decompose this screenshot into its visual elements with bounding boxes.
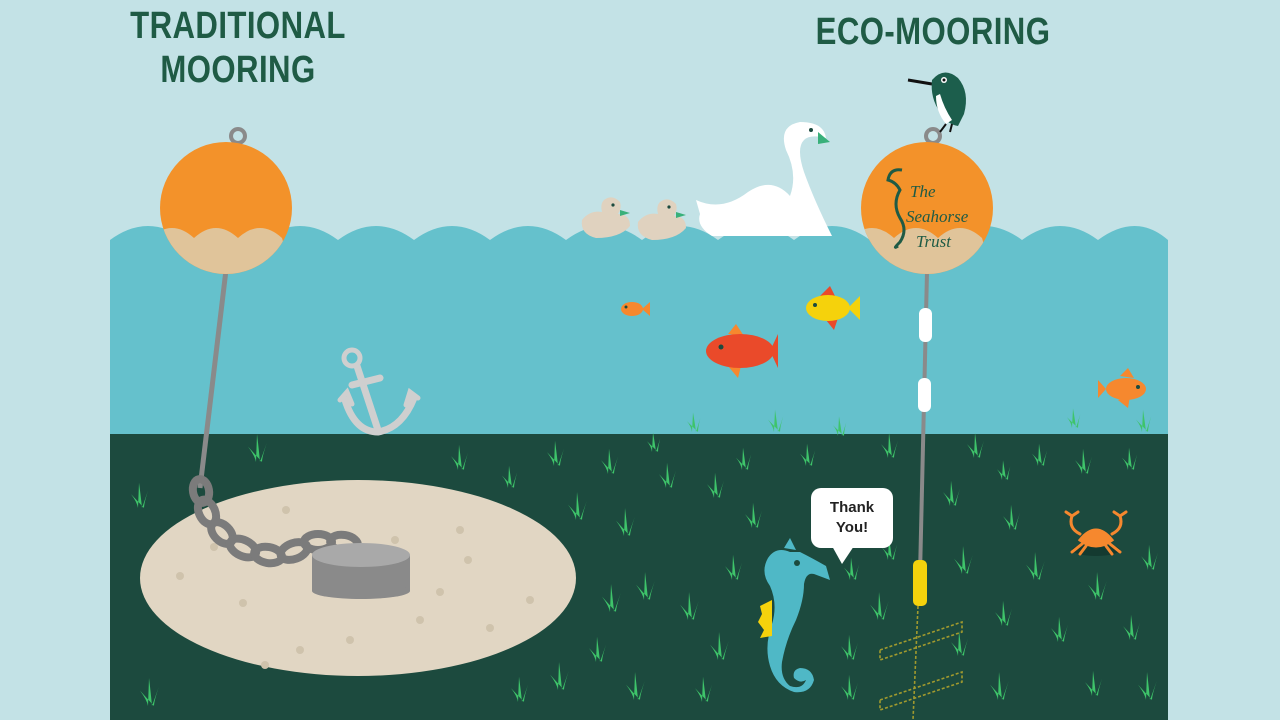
kingfisher-icon bbox=[907, 72, 966, 133]
seagrass-tuft bbox=[626, 672, 645, 700]
anchor-icon bbox=[337, 347, 421, 436]
seagrass-tuft bbox=[1067, 408, 1081, 428]
seagrass-tuft bbox=[745, 502, 763, 528]
crab-icon bbox=[1064, 510, 1128, 556]
seagrass-tuft bbox=[800, 443, 816, 466]
seagrass-tuft bbox=[951, 630, 969, 656]
seagrass-tuft bbox=[616, 508, 635, 536]
seagrass-tuft bbox=[1138, 672, 1157, 700]
seagrass-tuft bbox=[1026, 552, 1045, 580]
duck-icon bbox=[581, 197, 630, 238]
traditional-buoy-rope bbox=[197, 269, 229, 489]
traditional-mooring-heading: TRADITIONAL MOORING bbox=[115, 4, 361, 92]
seahorse-trust-logo: The Seahorse Trust bbox=[886, 168, 969, 251]
seagrass-tuft bbox=[943, 480, 961, 506]
logo-text-line-3: Trust bbox=[916, 232, 952, 251]
fish-icon bbox=[621, 302, 650, 316]
seagrass-tuft bbox=[687, 412, 701, 432]
seagrass-tuft bbox=[502, 465, 518, 488]
seagrass-tuft bbox=[841, 674, 859, 700]
duck-icon bbox=[637, 199, 686, 240]
seagrass-tuft bbox=[1141, 544, 1159, 570]
concrete-mooring-block bbox=[312, 543, 410, 599]
seagrass-tuft bbox=[1136, 409, 1152, 432]
logo-text-line-2: Seahorse bbox=[906, 207, 969, 226]
seagrass-tuft bbox=[680, 592, 699, 620]
seagrass-tuft bbox=[990, 672, 1009, 700]
seagrass-tuft bbox=[695, 676, 713, 702]
seagrass-tuft bbox=[602, 584, 621, 612]
water bbox=[110, 226, 1168, 440]
seagrass-tuft bbox=[659, 462, 677, 488]
seagrass-tuft bbox=[954, 546, 973, 574]
fish-icon bbox=[1098, 368, 1146, 408]
seagrass-tuft bbox=[1032, 443, 1048, 466]
traditional-buoy bbox=[160, 127, 292, 274]
seagrass-tuft bbox=[1123, 614, 1141, 640]
seagrass-tuft bbox=[589, 636, 607, 662]
seagrass-tuft bbox=[995, 600, 1013, 626]
seahorse-icon bbox=[758, 538, 830, 693]
fish-icon bbox=[706, 324, 778, 378]
seagrass-tuft bbox=[1122, 447, 1138, 470]
seagrass-tuft bbox=[707, 472, 725, 498]
swan-icon bbox=[696, 122, 832, 236]
seahorse-logo-icon bbox=[886, 168, 906, 249]
seagrass-tuft bbox=[1088, 572, 1107, 600]
seagrass-tuft bbox=[131, 482, 149, 508]
traditional-heading-line-2: MOORING bbox=[160, 49, 316, 91]
speech-bubble-line-2: You! bbox=[836, 519, 868, 536]
seagrass-tuft bbox=[1085, 670, 1103, 696]
seagrass-tuft bbox=[768, 409, 784, 432]
seagrass-tuft bbox=[451, 444, 469, 470]
logo-text-line-1: The bbox=[910, 182, 936, 201]
eco-mooring-heading: ECO-MOORING bbox=[815, 11, 1051, 53]
seagrass-tuft bbox=[511, 676, 529, 702]
seagrass-tuft bbox=[844, 557, 860, 580]
helical-screw-anchor bbox=[879, 605, 963, 720]
seagrass-tuft bbox=[568, 492, 587, 520]
seagrass-tuft bbox=[710, 632, 729, 660]
seagrass-tuft bbox=[140, 678, 159, 706]
seagrass-tuft bbox=[967, 432, 985, 458]
seagrass-tuft bbox=[550, 662, 569, 690]
fish-icon bbox=[806, 286, 860, 330]
seagrass-tuft bbox=[736, 447, 752, 470]
speech-bubble-line-1: Thank bbox=[830, 499, 875, 516]
seagrass-tuft bbox=[725, 554, 743, 580]
eco-mooring-line bbox=[913, 271, 932, 606]
seagrass-tuft bbox=[647, 432, 661, 452]
seagrass bbox=[131, 408, 1159, 706]
seagrass-tuft bbox=[881, 432, 899, 458]
seagrass-tuft bbox=[833, 416, 847, 436]
seagrass-tuft bbox=[636, 572, 655, 600]
seagrass-tuft bbox=[1003, 504, 1021, 530]
seagrass-tuft bbox=[601, 448, 619, 474]
seagrass-tuft bbox=[1075, 448, 1093, 474]
seagrass-tuft bbox=[870, 592, 889, 620]
seagrass-tuft bbox=[547, 440, 565, 466]
eco-buoy bbox=[861, 127, 993, 274]
speech-bubble: Thank You! bbox=[811, 488, 893, 564]
seagrass-tuft bbox=[841, 634, 859, 660]
traditional-heading-line-1: TRADITIONAL bbox=[130, 5, 346, 47]
seagrass-tuft bbox=[997, 460, 1011, 480]
seagrass-tuft bbox=[1051, 616, 1069, 642]
seagrass-tuft bbox=[248, 434, 267, 462]
seagrass-tuft bbox=[882, 537, 898, 560]
